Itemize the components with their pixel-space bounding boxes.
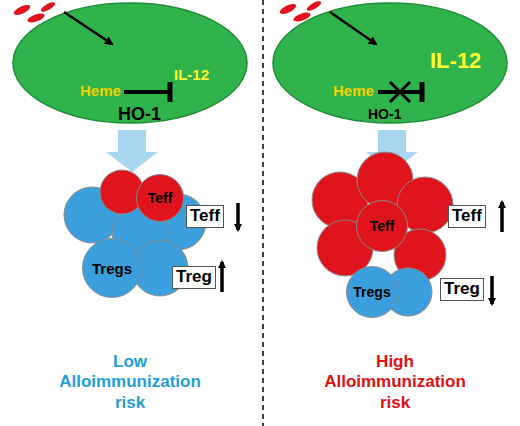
- treg-cell: Tregs: [82, 238, 142, 298]
- treg-cell: Tregs: [346, 266, 398, 318]
- cell-label: Tregs: [92, 260, 132, 277]
- risk-label: High Alloimmunization risk: [320, 352, 470, 413]
- cytokine-label: IL-12: [174, 66, 209, 83]
- cell-ellipse: Heme IL-12HO-1: [272, 2, 508, 124]
- box-label: Teff: [190, 206, 220, 225]
- trend-arrow: [236, 203, 240, 230]
- cell-cluster: [312, 152, 453, 316]
- cytokine-label: IL-12: [430, 48, 481, 74]
- risk-label: Low Alloimmunization risk: [55, 352, 205, 413]
- cell-label: Tregs: [353, 284, 390, 300]
- trend-arrow: [220, 262, 224, 292]
- cell-label: Teff: [148, 190, 173, 206]
- molecule-label: Heme: [80, 82, 121, 99]
- teff-box: Teff: [186, 205, 224, 228]
- enzyme-label: HO-1: [368, 106, 401, 122]
- enzyme-label: HO-1: [118, 104, 161, 125]
- box-label: Treg: [444, 279, 480, 298]
- box-label: Teff: [452, 206, 482, 225]
- teff-cell: Teff: [136, 174, 184, 222]
- trend-arrow: [500, 202, 504, 232]
- box-label: Treg: [176, 267, 212, 286]
- teff-cell: Teff: [356, 200, 408, 252]
- molecule-label: Heme: [333, 82, 374, 99]
- treg-box: Treg: [440, 278, 484, 301]
- trend-arrow: [490, 276, 494, 304]
- flow-arrow: [106, 130, 158, 172]
- cell-ellipse: Heme IL-12HO-1: [12, 2, 248, 124]
- teff-box: Teff: [448, 205, 486, 228]
- cell-label: Teff: [370, 218, 395, 234]
- divider: [262, 0, 264, 426]
- treg-box: Treg: [172, 266, 216, 289]
